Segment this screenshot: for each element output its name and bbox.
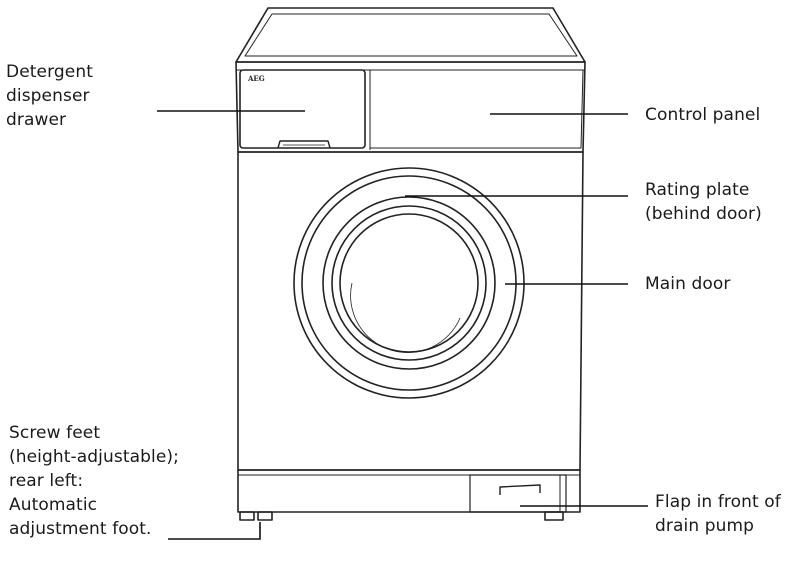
drain-pump-flap-slot xyxy=(499,484,541,495)
label-line: Flap in front of xyxy=(655,492,781,512)
label-line: Detergent xyxy=(6,62,93,82)
label-line: Automatic xyxy=(9,495,98,515)
door-outer-ring xyxy=(293,167,525,399)
label-line: (behind door) xyxy=(645,204,762,224)
foot-left-2 xyxy=(257,511,273,521)
label-line: drain pump xyxy=(655,516,755,536)
label-line: Screw feet xyxy=(9,423,101,443)
label-drain-pump-flap: Flap in front of drain pump xyxy=(655,490,781,538)
label-line: (height-adjustable); xyxy=(9,447,179,467)
label-line: drawer xyxy=(6,110,67,130)
label-screw-feet: Screw feet (height-adjustable); rear lef… xyxy=(9,421,179,541)
leader-screw-feet xyxy=(168,522,261,540)
machine-body xyxy=(237,151,584,471)
label-line: rear left: xyxy=(9,471,84,491)
label-main-door: Main door xyxy=(645,272,730,296)
label-rating-plate: Rating plate (behind door) xyxy=(645,178,762,226)
label-control-panel: Control panel xyxy=(645,103,760,127)
label-line: Control panel xyxy=(645,105,761,125)
foot-right xyxy=(544,511,564,521)
machine-top-lid xyxy=(235,7,586,63)
door-ring-4 xyxy=(331,205,487,361)
control-panel-band xyxy=(235,61,586,153)
door-ring-2 xyxy=(301,175,517,391)
control-panel-area xyxy=(370,69,584,149)
brand-badge: AEG xyxy=(247,74,265,83)
drain-pump-flap xyxy=(469,474,567,513)
door-glass-reflection xyxy=(350,282,461,353)
label-line: Rating plate xyxy=(645,180,750,200)
label-detergent-dispenser: Detergent dispenser drawer xyxy=(6,60,93,132)
detergent-drawer xyxy=(239,69,366,149)
kick-plate xyxy=(237,469,581,513)
label-line: adjustment foot. xyxy=(9,519,152,539)
door-glass xyxy=(339,213,479,353)
label-line: dispenser xyxy=(6,86,90,106)
drawer-handle xyxy=(277,140,331,149)
leader-lines xyxy=(157,110,648,540)
label-line: Main door xyxy=(645,274,731,294)
door-ring-3 xyxy=(322,196,496,370)
machine-top-lid-inner xyxy=(244,13,578,57)
foot-left xyxy=(239,511,255,521)
washing-machine xyxy=(235,7,586,521)
